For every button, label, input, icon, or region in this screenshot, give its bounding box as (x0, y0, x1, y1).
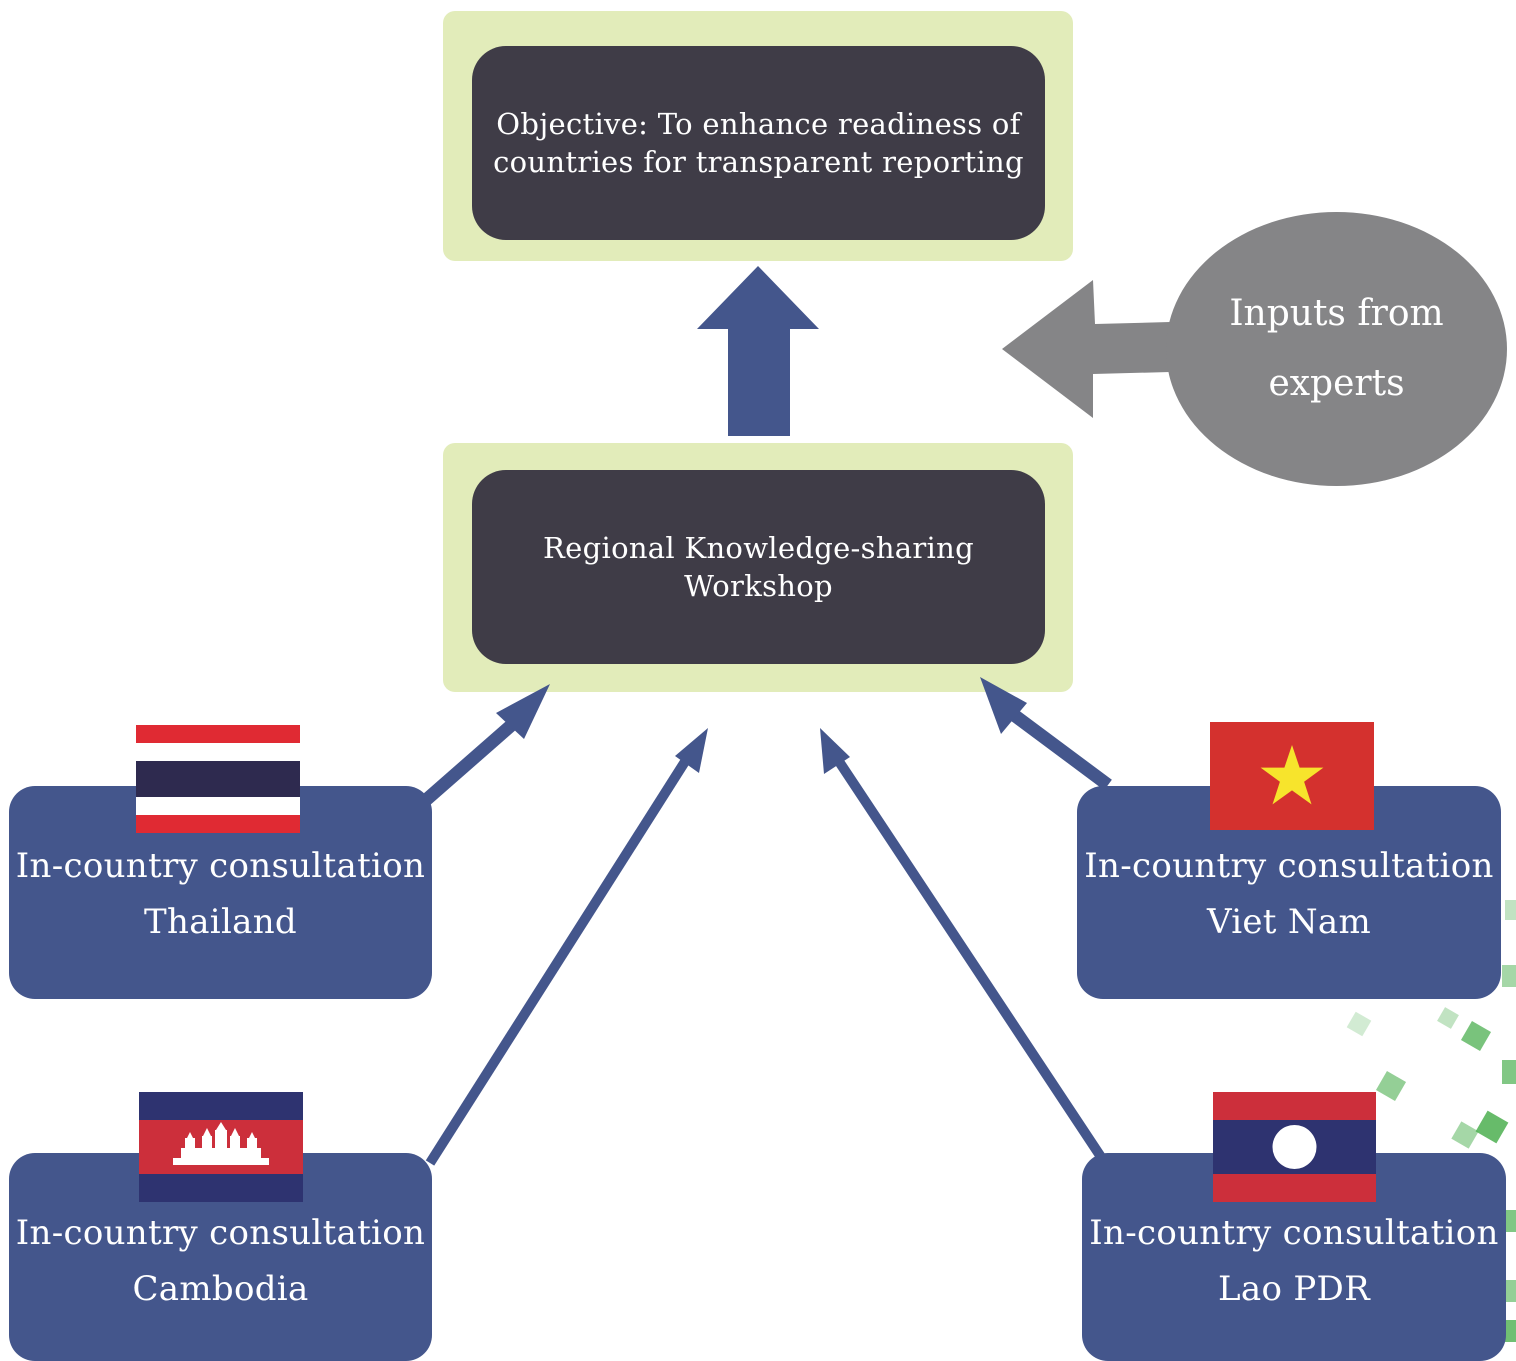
decor-square (1451, 1121, 1479, 1149)
cambodia-flag (139, 1092, 303, 1202)
consultation-title: In-country consultation (1084, 846, 1494, 886)
viet-nam-flag (1210, 722, 1374, 830)
decor-square (1460, 1020, 1492, 1052)
viet-nam-arrow-shaft (1006, 706, 1112, 791)
consultation-card-cambodia: In-country consultation Cambodia (9, 1153, 432, 1361)
decor-square (1502, 1060, 1516, 1084)
consultation-title: In-country consultation (15, 1213, 426, 1253)
viet-nam-arrowhead (980, 677, 1027, 734)
decor-square (1346, 1011, 1372, 1037)
consultation-country: Viet Nam (1206, 902, 1372, 942)
experts-ellipse: Inputs from experts (1166, 212, 1507, 486)
decor-square (1375, 1070, 1407, 1102)
decor-square (1502, 965, 1516, 987)
consultation-country: Cambodia (132, 1269, 309, 1309)
decor-square (1505, 1320, 1516, 1342)
consultation-card-lao-pdr: In-country consultation Lao PDR (1082, 1153, 1506, 1361)
workshop-box: Regional Knowledge-sharing Workshop (472, 470, 1045, 664)
experts-line-1: Inputs from (1229, 293, 1444, 334)
cambodia-arrow-shaft (425, 757, 691, 1166)
experts-arrow (1002, 280, 1170, 418)
workshop-line-2: Workshop (684, 569, 833, 603)
consultation-country: Thailand (144, 902, 297, 942)
decor-square (1437, 1007, 1459, 1029)
consultation-country: Lao PDR (1218, 1269, 1370, 1309)
decor-square (1505, 1210, 1516, 1232)
objective-line-1: Objective: To enhance readiness of (496, 107, 1021, 141)
consultation-title: In-country consultation (1089, 1213, 1499, 1253)
lao-arrow-shaft (833, 757, 1110, 1166)
workshop-line-1: Regional Knowledge-sharing (543, 531, 974, 565)
decor-square (1505, 1280, 1516, 1302)
thailand-arrow-shaft (421, 717, 520, 805)
decor-square (1505, 900, 1516, 920)
lao-arrowhead (820, 728, 850, 774)
experts-line-2: experts (1268, 363, 1405, 404)
cambodia-arrowhead (675, 728, 708, 773)
lao-flag (1213, 1092, 1376, 1202)
decor-square (1475, 1110, 1509, 1144)
consultation-title: In-country consultation (15, 846, 426, 886)
up-arrow (697, 266, 819, 436)
objective-line-2: countries for transparent reporting (493, 145, 1024, 179)
objective-box: Objective: To enhance readiness of count… (472, 46, 1045, 240)
thailand-arrowhead (496, 684, 550, 739)
thailand-flag (136, 725, 300, 833)
